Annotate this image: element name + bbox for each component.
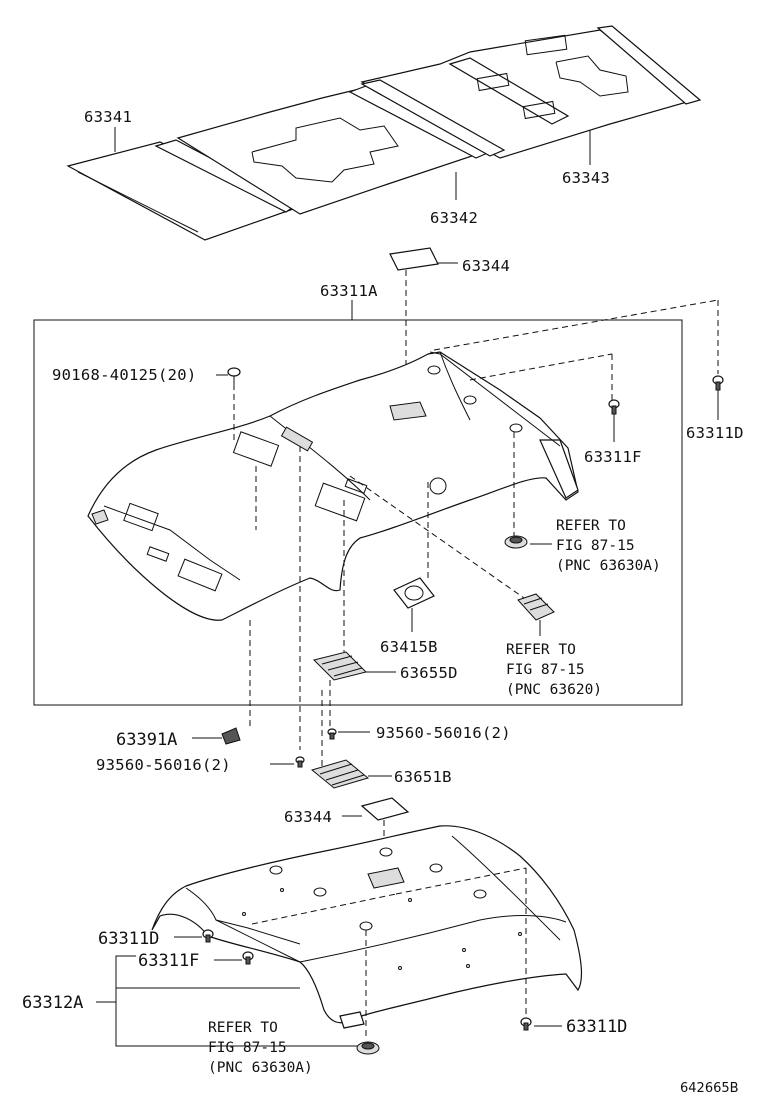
label-63311D-left: 63311D (98, 929, 159, 949)
label-63311F-bottom: 63311F (138, 951, 199, 971)
label-63311A: 63311A (320, 282, 378, 300)
label-63391A: 63391A (116, 730, 177, 750)
label-93560-b: 93560-56016(2) (96, 756, 231, 774)
lamp-63630A-bottom (356, 1041, 380, 1055)
headliner-63311A (87, 351, 579, 621)
label-63311F-top: 63311F (584, 448, 642, 466)
ref1-line3: (PNC 63630A) (556, 558, 661, 574)
clip-63311D-bottom (520, 1017, 532, 1031)
label-63312A: 63312A (22, 993, 83, 1013)
ref2-line1: REFER TO (506, 642, 576, 658)
label-63341: 63341 (84, 108, 132, 126)
label-63343: 63343 (562, 169, 610, 187)
grille-63651B (310, 759, 370, 789)
label-63311D-bottom: 63311D (566, 1017, 627, 1037)
lamp-63620 (517, 593, 555, 621)
ref3-line3: (PNC 63630A) (208, 1060, 313, 1076)
screw-93560-a (327, 728, 337, 740)
label-63342: 63342 (430, 209, 478, 227)
ref2-line3: (PNC 63620) (506, 682, 602, 698)
label-63311D-right: 63311D (686, 424, 744, 442)
clip-63391A (221, 727, 241, 745)
clip-63311F-bottom (242, 951, 254, 965)
label-63415B: 63415B (380, 638, 438, 656)
label-63651B: 63651B (394, 768, 452, 786)
clip-63311D-left (202, 929, 214, 943)
grille-63655D (313, 651, 367, 681)
diagram-code: 642665B (680, 1081, 739, 1096)
label-63344-bottom: 63344 (284, 808, 332, 826)
insulator-pads (66, 25, 702, 241)
ref1-line1: REFER TO (556, 518, 626, 534)
ref3-line1: REFER TO (208, 1020, 278, 1036)
lamp-63630A-top (504, 535, 528, 549)
pad-63344-bottom (360, 797, 410, 821)
clip-63311F-top (608, 399, 620, 415)
ref3-line2: FIG 87-15 (208, 1040, 287, 1056)
clip-63311D-right (712, 375, 724, 391)
label-93560-a: 93560-56016(2) (376, 724, 511, 742)
label-63344-top: 63344 (462, 257, 510, 275)
assembly-frame (33, 319, 683, 706)
headliner-63312A (151, 825, 583, 1029)
label-63655D: 63655D (400, 664, 458, 682)
screw-90168 (227, 367, 241, 384)
screw-93560-b (295, 756, 305, 768)
ref2-line2: FIG 87-15 (506, 662, 585, 678)
part-63415B (393, 577, 435, 609)
pad-63344-top (389, 247, 439, 271)
ref1-line2: FIG 87-15 (556, 538, 635, 554)
label-90168-40125: 90168-40125(20) (52, 366, 196, 384)
